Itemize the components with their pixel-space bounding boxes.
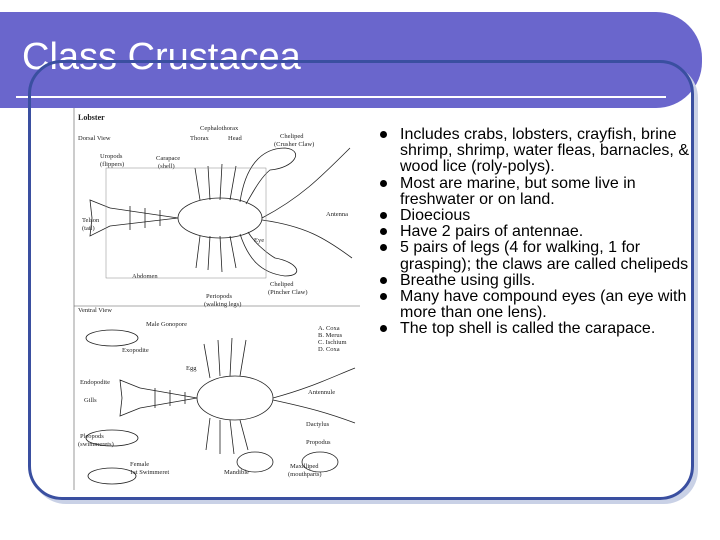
label-mouthparts: (mouthparts) xyxy=(288,471,322,478)
label-egg: Egg xyxy=(186,365,197,372)
label-head: Head xyxy=(228,135,242,142)
label-walking-legs: (walking legs) xyxy=(204,301,241,308)
ventral-thorax xyxy=(196,375,274,421)
bullet-icon xyxy=(380,131,387,138)
label-gonopore: Male Gonopore xyxy=(146,321,187,328)
swimmeret-detail xyxy=(87,467,137,485)
bullet-text: Have 2 pairs of antennae. xyxy=(400,223,584,241)
bullet-icon xyxy=(380,212,387,220)
bullet-text: The top shell is called the carapace. xyxy=(400,320,656,338)
dorsal-abdomen-segments xyxy=(109,206,179,230)
label-cheliped: Cheliped xyxy=(280,133,304,140)
bullet-item: 5 pairs of legs (4 for walking, 1 for gr… xyxy=(372,240,702,272)
bullet-icon xyxy=(380,276,387,284)
bullet-icon xyxy=(380,293,387,301)
dorsal-tail-fan xyxy=(89,199,111,237)
bullet-item: Have 2 pairs of antennae. xyxy=(372,224,702,240)
label-pincher-claw: (Pincher Claw) xyxy=(268,289,308,296)
bullet-item: Breathe using gills. xyxy=(372,271,702,289)
lobster-diagram-svg: Lobster Dorsal View Cephalothorax Thorax… xyxy=(73,108,360,490)
maxilliped-detail xyxy=(301,451,339,473)
bullet-text: Breathe using gills. xyxy=(400,271,536,289)
legend-b: B. Merus xyxy=(318,332,343,339)
lobster-diagram: Lobster Dorsal View Cephalothorax Thorax… xyxy=(70,108,360,490)
label-female: Female xyxy=(130,461,149,468)
label-mandible: Mandible xyxy=(224,469,249,476)
bullet-item: The top shell is called the carapace. xyxy=(372,321,702,337)
label-crusher-claw: (Crusher Claw) xyxy=(274,141,314,148)
dorsal-walking-legs xyxy=(194,163,237,273)
bullet-icon xyxy=(380,325,387,333)
label-pleopods: Pleopods xyxy=(80,433,104,440)
legend-a: A. Coxa xyxy=(318,325,340,332)
bullet-item: Most are marine, but some live in freshw… xyxy=(372,174,702,208)
label-tail: (tail) xyxy=(82,225,95,232)
bullet-text: Dioecious xyxy=(400,207,471,225)
diagram-heading: Lobster xyxy=(78,113,105,122)
label-shell: (shell) xyxy=(158,163,175,170)
legend-d: D. Coxa xyxy=(318,346,340,353)
dorsal-lobster-drawing xyxy=(89,147,353,279)
dorsal-antenna-upper xyxy=(261,147,351,219)
ventral-abdomen-segments xyxy=(139,387,198,409)
ventral-antennae xyxy=(272,367,356,424)
bullet-text: Includes crabs, lobsters, crayfish, brin… xyxy=(400,126,689,176)
label-cheliped-2: Cheliped xyxy=(270,281,294,288)
ventral-tail-fan xyxy=(119,379,141,417)
bullet-text: 5 pairs of legs (4 for walking, 1 for gr… xyxy=(400,239,689,273)
bullet-icon xyxy=(380,179,387,187)
mandible-detail xyxy=(236,451,274,473)
ventral-walking-legs xyxy=(203,337,249,455)
dorsal-antenna-lower xyxy=(261,219,353,259)
label-uropods: Uropods xyxy=(100,153,123,160)
bullet-icon xyxy=(380,244,387,252)
ventral-lobster-drawing xyxy=(85,329,356,485)
label-exopodite: Exopodite xyxy=(122,347,149,354)
label-telson: Telson xyxy=(82,217,100,224)
exopodite-detail xyxy=(85,329,139,347)
label-abdomen: Abdomen xyxy=(132,273,158,280)
label-flippers: (flippers) xyxy=(100,161,124,168)
bullet-list: Includes crabs, lobsters, crayfish, brin… xyxy=(372,126,702,338)
content-frame xyxy=(28,60,694,500)
bullet-text: Most are marine, but some live in freshw… xyxy=(400,174,636,208)
label-dactylus: Dactylus xyxy=(306,421,330,428)
slide-title: Class Crustacea xyxy=(22,36,301,78)
label-eye: Eye xyxy=(254,237,264,244)
bullet-item: Dioecious xyxy=(372,207,702,225)
label-propodus: Propodus xyxy=(306,439,331,446)
ventral-view-title: Ventral View xyxy=(78,307,112,314)
dorsal-label-box xyxy=(105,167,267,279)
label-swimmeret: 1st Swimmeret xyxy=(130,469,169,476)
dorsal-view-title: Dorsal View xyxy=(78,135,111,142)
bullet-icon xyxy=(380,228,387,236)
dorsal-pincher-claw xyxy=(239,231,298,277)
label-gills: Gills xyxy=(84,397,97,404)
title-underline xyxy=(16,96,666,98)
label-periopods: Periopods xyxy=(206,293,232,300)
label-antenna: Antenna xyxy=(326,211,348,218)
label-cephalothorax: Cephalothorax xyxy=(200,125,239,132)
label-carapace: Carapace xyxy=(156,155,180,162)
bullet-item: Many have compound eyes (an eye with mor… xyxy=(372,288,702,322)
label-maxilliped: Maxilliped xyxy=(290,463,319,470)
label-antennule: Antennule xyxy=(308,389,335,396)
label-endopodite: Endopodite xyxy=(80,379,110,386)
bullet-text: Many have compound eyes (an eye with mor… xyxy=(400,288,687,322)
pleopod-detail xyxy=(85,429,139,447)
dorsal-carapace xyxy=(177,197,263,239)
bullet-item: Includes crabs, lobsters, crayfish, brin… xyxy=(372,126,702,176)
dorsal-crusher-claw xyxy=(239,147,296,205)
label-thorax: Thorax xyxy=(190,135,210,142)
legend-c: C. Ischium xyxy=(318,339,347,346)
